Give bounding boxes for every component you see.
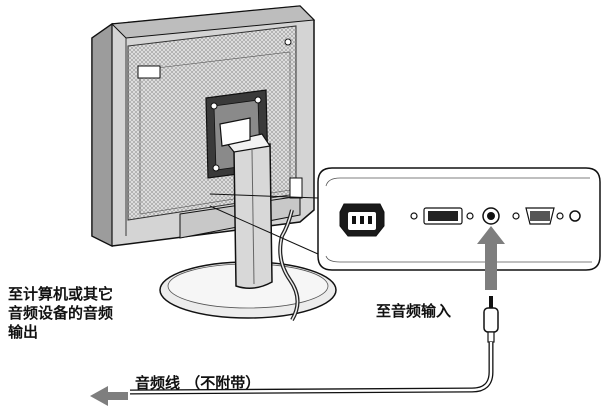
callout-line: [209, 205, 319, 255]
source-label-line3: 输出: [8, 323, 39, 341]
panel-jack: [569, 210, 581, 222]
monitor-back: [91, 5, 316, 247]
audio-output-source-label: 至计算机或其它 音频设备的音频 输出: [8, 285, 113, 342]
audio-input-label: 至音频输入: [376, 302, 452, 320]
left-arrow-icon: [90, 386, 128, 406]
ac-power-inlet: [339, 203, 385, 237]
audio-plug: [483, 296, 499, 343]
vga-input-port: [512, 207, 564, 225]
audio-cable: [129, 342, 494, 395]
audio-input-jack: [482, 207, 500, 225]
insert-arrow-icon: [477, 226, 505, 290]
callout-line: [209, 193, 319, 199]
source-label-line1: 至计算机或其它: [8, 285, 114, 303]
source-label-line2: 音频设备的音频: [8, 304, 114, 322]
dvi-input-port: [410, 207, 474, 225]
monitor-stand: [159, 117, 337, 319]
audio-cable-label: 音频线 （不附带）: [135, 374, 261, 392]
